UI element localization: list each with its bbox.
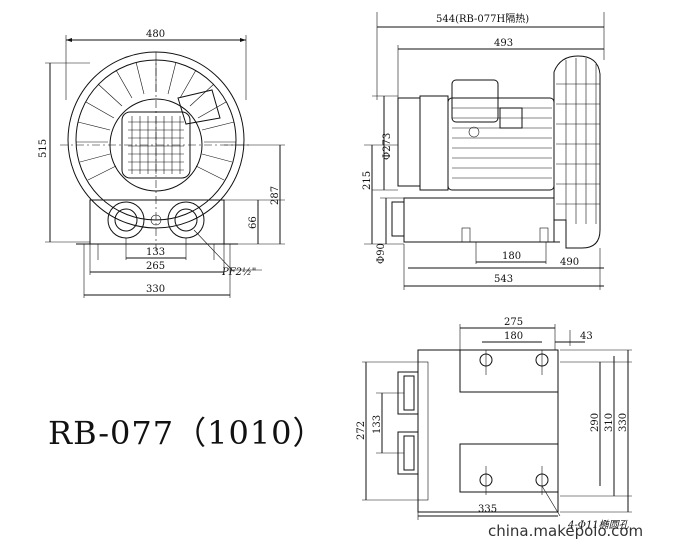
model-title: RB-077（1010）: [48, 414, 326, 452]
port-thread-label: PF2½": [221, 267, 256, 278]
dim-dia-90: Φ90: [376, 243, 387, 264]
dim-66: 66: [248, 216, 259, 229]
dim-543: 543: [494, 274, 513, 285]
top-view: 275 180 43 272 133 290: [356, 317, 632, 531]
dim-275: 275: [504, 317, 523, 328]
dim-330-top: 330: [618, 413, 629, 432]
dim-265: 265: [146, 261, 165, 272]
watermark: china.makepolo.com: [488, 522, 644, 540]
dim-493: 493: [494, 38, 513, 49]
dim-180-side: 180: [502, 251, 521, 262]
dim-480: 480: [146, 29, 165, 40]
dim-133: 133: [146, 247, 165, 258]
dim-544: 544(RB-077H隔热): [436, 12, 529, 25]
dim-43: 43: [580, 331, 593, 342]
front-view: 480 515: [38, 29, 285, 298]
dim-310: 310: [604, 413, 615, 432]
hole-callout: 4-Φ11椭圆孔: [567, 519, 630, 531]
dim-dia-273: Φ273: [382, 133, 393, 160]
dim-180-top: 180: [504, 331, 523, 342]
side-view: 544(RB-077H隔热) 493: [362, 12, 605, 290]
dim-515: 515: [38, 139, 49, 158]
dim-330: 330: [146, 284, 165, 295]
dim-133-top: 133: [372, 415, 383, 434]
dim-335: 335: [478, 504, 497, 515]
dim-290: 290: [590, 413, 601, 432]
dim-215: 215: [362, 171, 373, 190]
dim-287: 287: [270, 186, 281, 205]
dim-490: 490: [560, 257, 579, 268]
dim-272: 272: [356, 421, 367, 440]
